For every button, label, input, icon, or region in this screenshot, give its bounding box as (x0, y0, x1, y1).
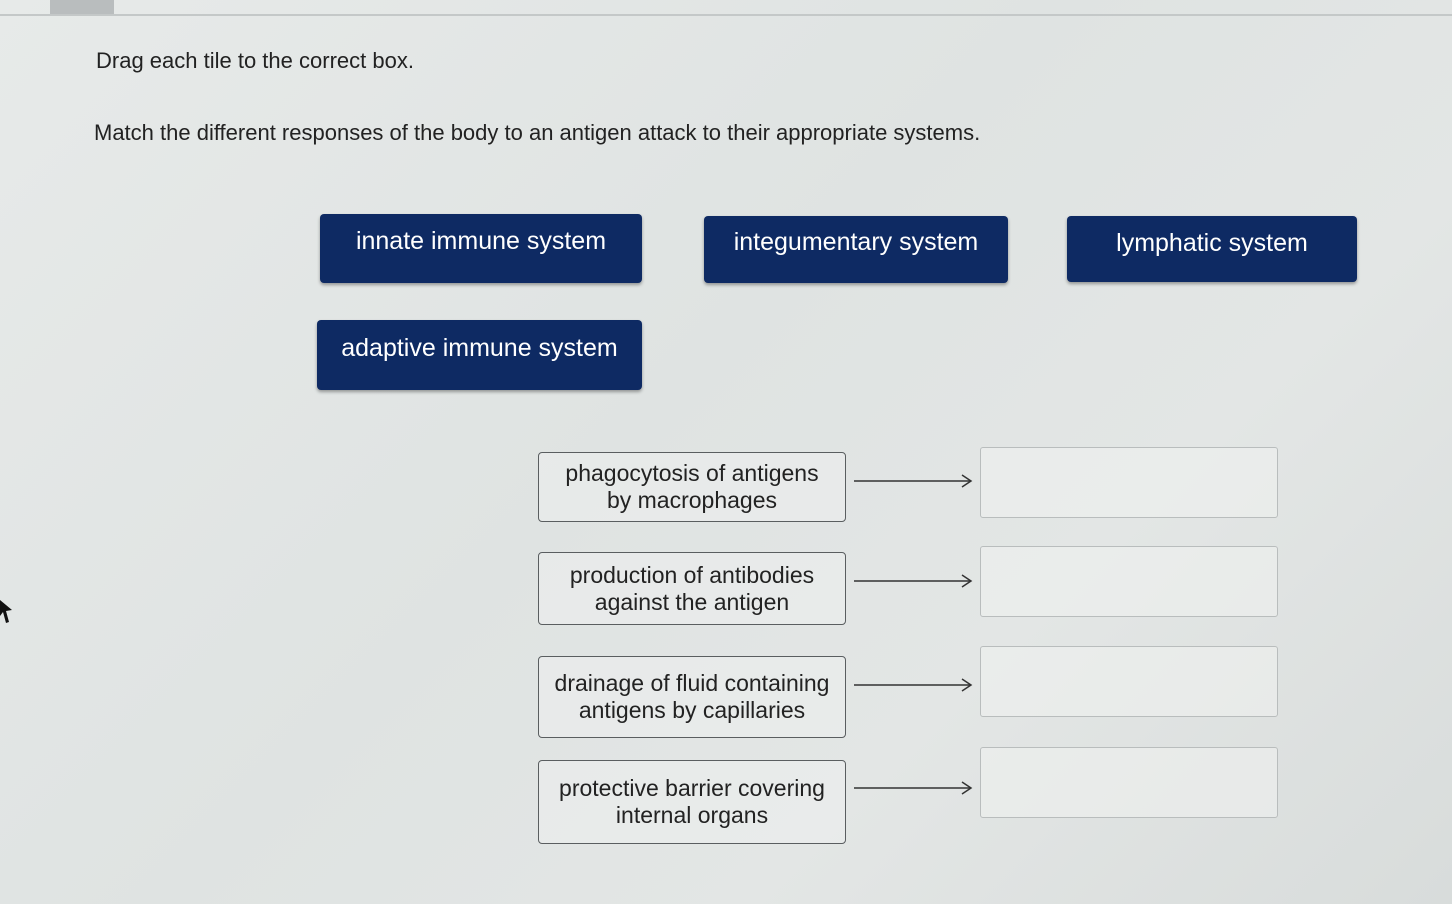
top-divider (0, 14, 1452, 16)
response-protective-barrier: protective barrier covering internal org… (538, 760, 846, 844)
question-text: Match the different responses of the bod… (94, 120, 981, 145)
instruction-text: Drag each tile to the correct box. (96, 48, 414, 73)
tile-innate-immune-system[interactable]: innate immune system (320, 214, 642, 283)
response-antibodies: production of antibodies against the ant… (538, 552, 846, 625)
response-line: phagocytosis of antigens (565, 460, 819, 486)
response-line: protective barrier covering (559, 775, 825, 801)
response-line: production of antibodies (569, 561, 815, 588)
response-line: drainage of fluid containing (554, 670, 830, 696)
top-tab (50, 0, 114, 14)
drop-box-1[interactable] (980, 447, 1278, 518)
tile-integumentary-system[interactable]: integumentary system (704, 216, 1008, 283)
tile-lymphatic-system[interactable]: lymphatic system (1067, 216, 1357, 282)
tile-adaptive-immune-system[interactable]: adaptive immune system (317, 320, 642, 390)
drop-box-4[interactable] (980, 747, 1278, 818)
drop-box-3[interactable] (980, 646, 1278, 717)
arrow-right-icon (854, 474, 973, 488)
response-line: against the antigen (594, 588, 790, 615)
drop-box-2[interactable] (980, 546, 1278, 617)
mouse-pointer-icon (0, 600, 12, 623)
response-line: by macrophages (606, 487, 778, 513)
arrow-right-icon (854, 678, 973, 692)
arrow-right-icon (854, 574, 973, 588)
response-line: antigens by capillaries (578, 697, 806, 723)
response-line: internal organs (615, 802, 769, 828)
arrow-right-icon (854, 781, 973, 795)
response-phagocytosis: phagocytosis of antigens by macrophages (538, 452, 846, 522)
response-fluid-drainage: drainage of fluid containing antigens by… (538, 656, 846, 738)
